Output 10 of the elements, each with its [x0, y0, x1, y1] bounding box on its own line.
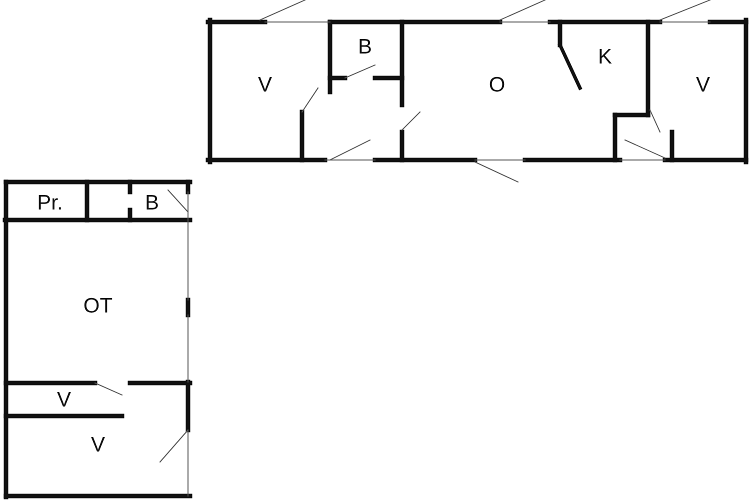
room-label: V — [258, 74, 272, 96]
room-label: B — [358, 36, 372, 58]
room-label: O — [488, 74, 506, 96]
room-label: OT — [83, 296, 113, 316]
room-label: Pr. — [37, 192, 63, 214]
room-label: V — [91, 434, 105, 456]
room-label: V — [696, 74, 710, 96]
room-label: K — [598, 46, 612, 68]
room-label: B — [145, 192, 159, 214]
room-label: V — [57, 390, 71, 410]
